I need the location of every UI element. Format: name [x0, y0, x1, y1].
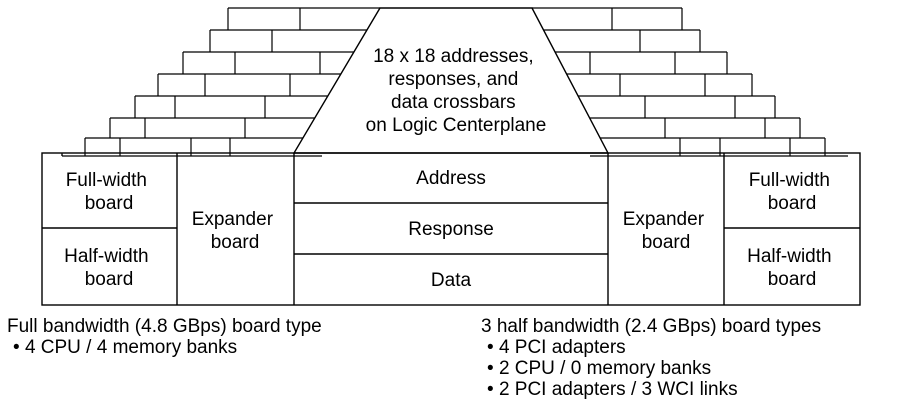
right-slot-stack: [532, 7, 848, 157]
caption-list: 4 CPU / 4 memory banks: [7, 337, 322, 358]
right-expander-board: Expander board: [623, 209, 710, 253]
full-bandwidth-caption: Full bandwidth (4.8 GBps) board type 4 C…: [7, 316, 322, 358]
right-full-width-board: Full-width board: [749, 170, 836, 214]
caption-item: 4 CPU / 4 memory banks: [13, 337, 322, 358]
centerplane-line-4: on Logic Centerplane: [366, 115, 547, 136]
caption-item: 2 PCI adapters / 3 WCI links: [487, 379, 821, 400]
caption-title: Full bandwidth (4.8 GBps) board type: [7, 316, 322, 337]
caption-item: 4 PCI adapters: [487, 337, 821, 358]
left-full-width-board: Full-width board: [66, 170, 153, 214]
centerplane-line-3: data crossbars: [391, 92, 516, 113]
centerplane-line-1: 18 x 18 addresses,: [373, 46, 534, 67]
board-frame: [41, 152, 861, 306]
left-slot-stack: [61, 7, 380, 157]
response-crossbar: Response: [408, 219, 494, 240]
half-bandwidth-caption: 3 half bandwidth (2.4 GBps) board types …: [481, 316, 821, 400]
caption-item: 2 CPU / 0 memory banks: [487, 358, 821, 379]
caption-title: 3 half bandwidth (2.4 GBps) board types: [481, 316, 822, 337]
right-half-width-board: Half-width board: [747, 246, 837, 290]
left-expander-board: Expander board: [192, 209, 279, 253]
centerplane-line-2: responses, and: [388, 69, 518, 90]
centerplane-label: 18 x 18 addresses, responses, and data c…: [366, 46, 547, 136]
address-crossbar: Address: [416, 168, 486, 189]
left-half-width-board: Half-width board: [64, 246, 154, 290]
data-crossbar: Data: [431, 270, 472, 291]
caption-list: 4 PCI adapters 2 CPU / 0 memory banks 2 …: [481, 337, 821, 400]
